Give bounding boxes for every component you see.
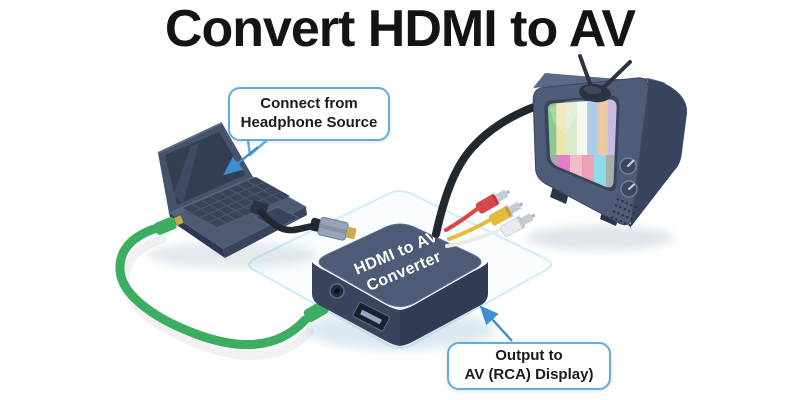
converter-top — [318, 223, 482, 307]
callout-output-line1: Output to — [495, 347, 563, 365]
rca-cable-yellow — [447, 218, 492, 241]
tv-side-panel — [630, 79, 688, 228]
callout-headphone-line1: Connect from — [260, 95, 358, 113]
tv-foot-left — [550, 186, 569, 204]
callout-output-line2: AV (RCA) Display) — [464, 366, 594, 383]
converter-front-right — [400, 262, 488, 346]
page-title: Convert HDMI to AV — [164, 0, 636, 58]
hdmi-av-converter: HDMI to AV Converter — [312, 223, 488, 346]
rca-plug-white — [500, 213, 536, 237]
tv-speaker-grille — [610, 197, 639, 228]
audio-jack-port — [329, 283, 345, 299]
audio-cable-green — [115, 215, 335, 361]
laptop — [157, 122, 307, 258]
av-cable-trunk — [432, 103, 538, 238]
rca-cable-white — [445, 227, 504, 248]
av-cable — [432, 103, 538, 248]
audio-plug-laptop — [153, 215, 184, 235]
tv-top-face — [533, 73, 667, 88]
tv-knob-top — [619, 157, 637, 175]
hdmi-cable-path — [257, 208, 320, 234]
rca-cable-red — [444, 207, 479, 232]
tv — [532, 54, 688, 228]
arrow-to-converter — [479, 305, 513, 342]
audio-cable-path — [115, 223, 310, 350]
rca-plug-red — [475, 189, 511, 214]
callout-headphone-line2: Headphone Source — [240, 114, 378, 131]
hdmi-cable — [249, 200, 357, 241]
callout-headphone-source: Connect from Headphone Source — [228, 87, 390, 141]
rca-plug-yellow — [488, 201, 524, 226]
usb-port — [352, 301, 390, 332]
tv-screen-sheen — [550, 99, 584, 134]
laptop-keyboard — [183, 177, 290, 227]
laptop-shadow — [147, 242, 317, 268]
callout-output-av: Output to AV (RCA) Display) — [447, 342, 611, 390]
tv-screen-bars — [547, 99, 617, 188]
arrow-to-laptop — [223, 146, 259, 176]
tv-shadow — [525, 226, 675, 250]
tv-antenna — [578, 54, 632, 103]
hdmi-connector — [309, 216, 357, 241]
tv-knob-bottom — [620, 180, 638, 198]
